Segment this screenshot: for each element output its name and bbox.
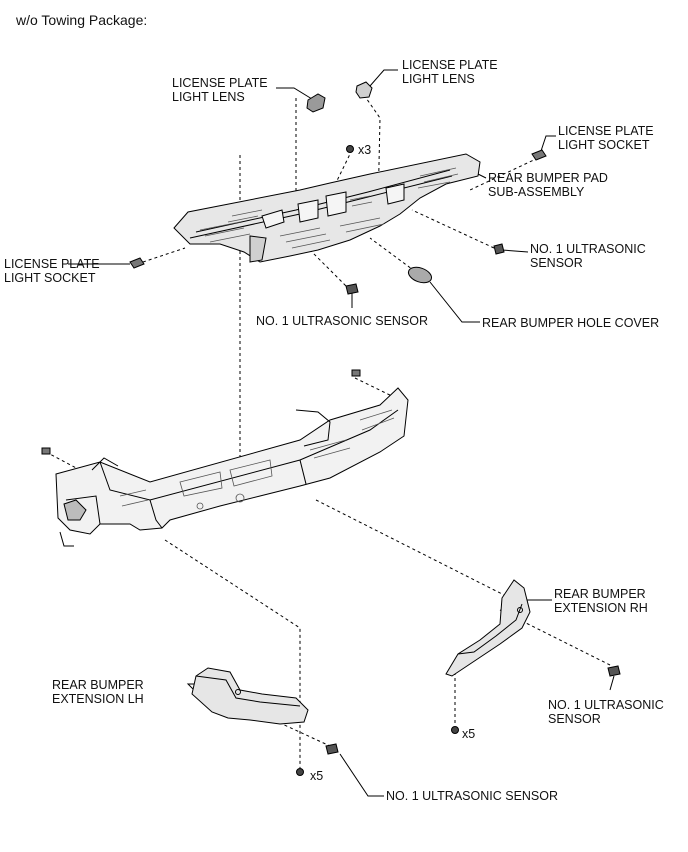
license-plate-light-socket-right xyxy=(531,149,547,161)
qty-screws-lh: x5 xyxy=(310,769,324,783)
license-plate-light-lens-right xyxy=(355,81,373,99)
ultrasonic-sensor-right-upper xyxy=(493,243,505,255)
screw-top xyxy=(346,145,354,153)
clip-right xyxy=(351,369,361,377)
screw-lh xyxy=(296,768,304,776)
rear-bumper-extension-rh xyxy=(445,579,531,677)
ultrasonic-sensor-rh-lower xyxy=(607,665,621,677)
screw-rh xyxy=(451,726,459,734)
label-sensor-center: NO. 1 ULTRASONIC SENSOR xyxy=(256,314,429,328)
rear-bumper-pad-sub-assembly xyxy=(173,153,481,263)
license-plate-light-socket-left xyxy=(129,257,145,269)
rear-bumper-reinforcement xyxy=(55,387,409,547)
rear-bumper-hole-cover xyxy=(407,266,433,284)
qty-screws-top: x3 xyxy=(358,143,372,157)
label-sensor-bottom: NO. 1 ULTRASONIC SENSOR xyxy=(386,789,559,803)
license-plate-light-lens-left xyxy=(306,93,326,113)
rear-bumper-extension-lh xyxy=(191,667,309,725)
diagram-title: w/o Towing Package: xyxy=(16,12,148,28)
ultrasonic-sensor-bottom xyxy=(325,743,339,755)
clip-left xyxy=(41,447,51,455)
ultrasonic-sensor-center xyxy=(345,283,359,295)
qty-screws-rh: x5 xyxy=(462,727,476,741)
label-hole-cover: REAR BUMPER HOLE COVER xyxy=(482,316,660,330)
